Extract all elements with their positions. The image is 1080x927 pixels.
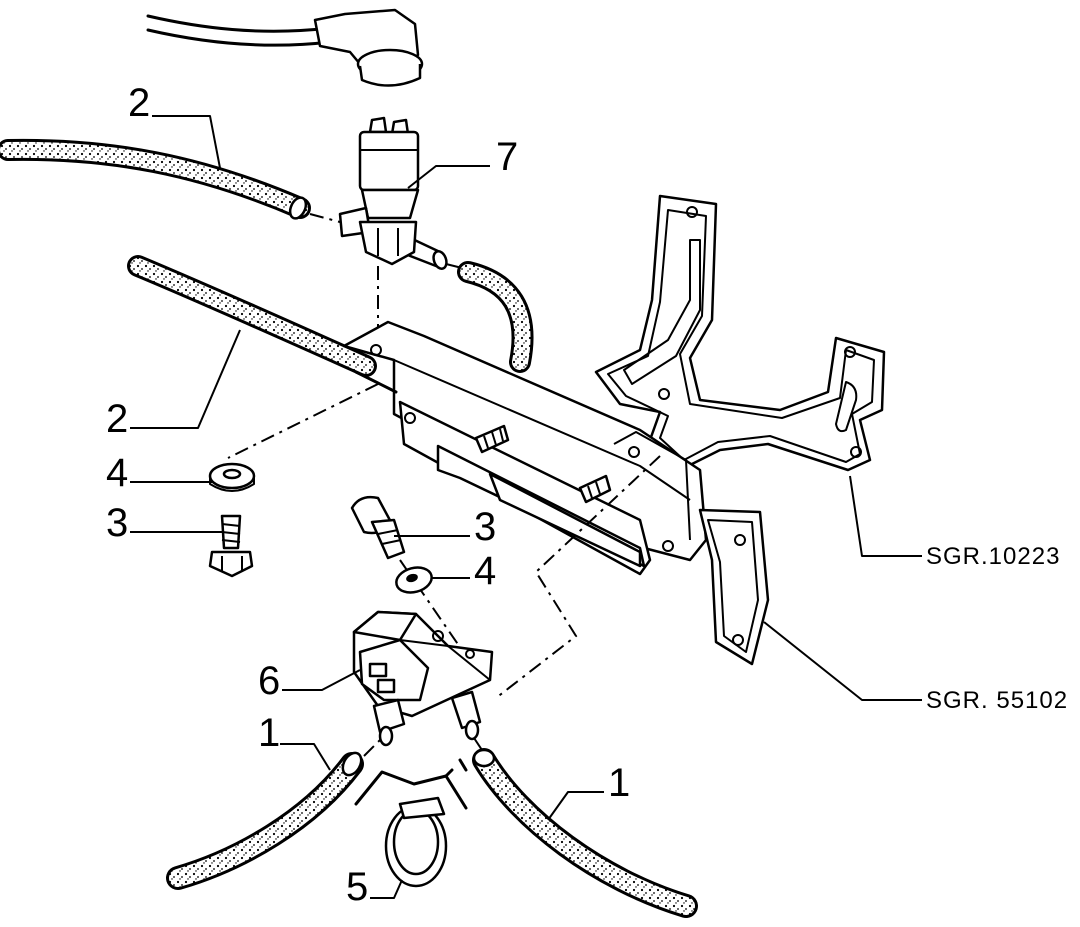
short-hose-sensor (445, 261, 534, 373)
label-valve-6: 6 (258, 659, 280, 703)
label-hose-1-left: 1 (258, 711, 280, 755)
washer-4-left (208, 462, 256, 492)
hose-2-lower (127, 255, 377, 377)
label-washer-4-right: 4 (474, 549, 496, 593)
top-connector-cable (146, 8, 424, 87)
hose-1-right (472, 737, 698, 918)
assembly-line-valve (495, 455, 661, 699)
solenoid-valve-6 (352, 610, 494, 747)
assembly-line-bolt (399, 559, 467, 657)
label-clamp-5: 5 (346, 865, 368, 909)
mounting-bracket-upper (594, 194, 886, 472)
label-washer-4-left: 4 (106, 451, 128, 495)
label-hose-1-right: 1 (608, 761, 630, 805)
pressure-sensor-7 (309, 116, 448, 340)
label-hose-2-lower: 2 (106, 397, 128, 441)
rail-stud-left (474, 424, 510, 454)
hose-1-left (166, 739, 381, 890)
mounting-bracket-lower (698, 508, 770, 666)
label-ref-lower: SGR. 55102 (926, 687, 1068, 714)
washer-4-right (395, 566, 433, 594)
label-bolt-3-left: 3 (106, 501, 128, 545)
hose-clamp-5 (354, 758, 468, 888)
leader-lines (130, 115, 922, 899)
bolt-3-right (350, 495, 406, 560)
label-bolt-3-right: 3 (474, 505, 496, 549)
label-sensor-7: 7 (496, 135, 518, 179)
rail-stud-right (578, 474, 612, 504)
assembly-line-washer (227, 383, 379, 459)
bolt-3-left (208, 514, 254, 578)
hose-2-top (0, 138, 311, 220)
label-hose-2-top: 2 (128, 81, 150, 125)
label-ref-upper: SGR.10223 (926, 543, 1060, 570)
